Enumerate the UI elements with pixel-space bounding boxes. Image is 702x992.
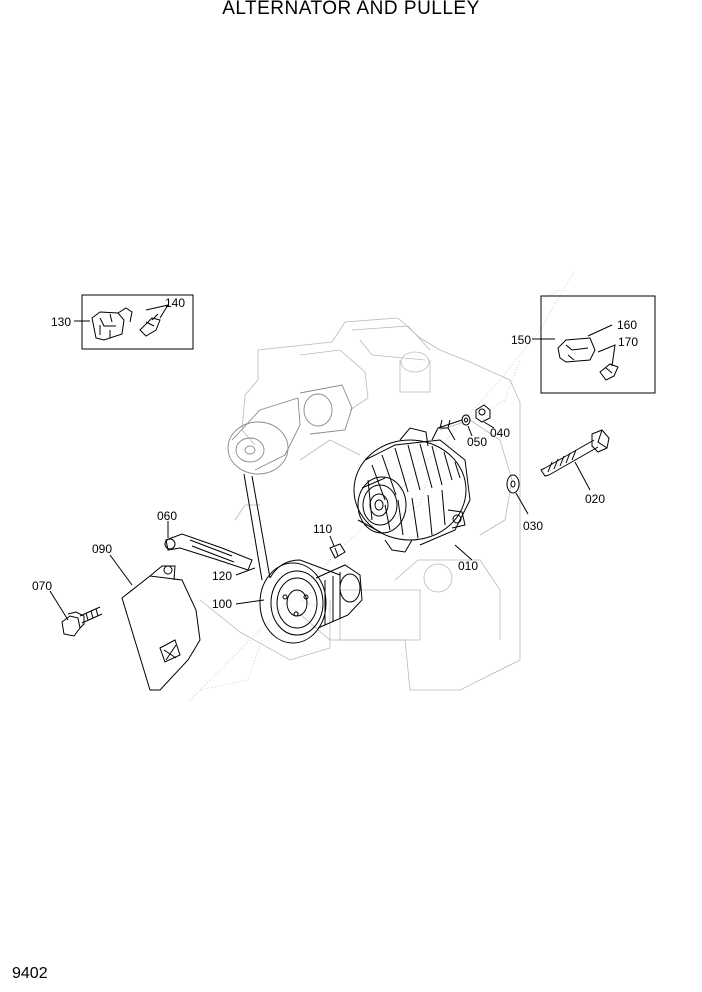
callout-150: 150 <box>511 333 531 347</box>
callout-130: 130 <box>51 315 71 329</box>
connector-inset-right <box>540 295 656 394</box>
crank-key <box>329 543 346 559</box>
alternator <box>353 419 471 553</box>
plain-washer <box>506 474 520 494</box>
callout-050: 050 <box>467 435 487 449</box>
adjusting-bracket <box>164 533 253 571</box>
callout-040: 040 <box>490 426 510 440</box>
callout-010: 010 <box>458 559 478 573</box>
belt-cover <box>121 565 201 691</box>
v-belt <box>243 473 341 581</box>
flange-bolt <box>61 606 103 637</box>
callout-060: 060 <box>157 509 177 523</box>
callout-030: 030 <box>523 519 543 533</box>
callout-labels: 010 020 030 040 050 060 070 090 100 110 … <box>32 296 638 611</box>
engine-block <box>199 317 521 691</box>
crankshaft-pulley <box>259 562 363 644</box>
callout-120: 120 <box>212 569 232 583</box>
callout-100: 100 <box>212 597 232 611</box>
callout-160: 160 <box>617 318 637 332</box>
mounting-bolt <box>540 429 610 477</box>
callout-110: 110 <box>313 522 332 536</box>
page-number: 9402 <box>12 965 48 982</box>
callout-170: 170 <box>618 335 638 349</box>
leader-lines <box>49 304 616 621</box>
nut-and-washer <box>437 404 491 429</box>
connector-inset-left <box>81 294 194 350</box>
page-title: ALTERNATOR AND PULLEY <box>222 0 480 19</box>
callout-070: 070 <box>32 579 52 593</box>
callout-020: 020 <box>585 492 605 506</box>
callout-090: 090 <box>92 542 112 556</box>
callout-140: 140 <box>165 296 185 310</box>
